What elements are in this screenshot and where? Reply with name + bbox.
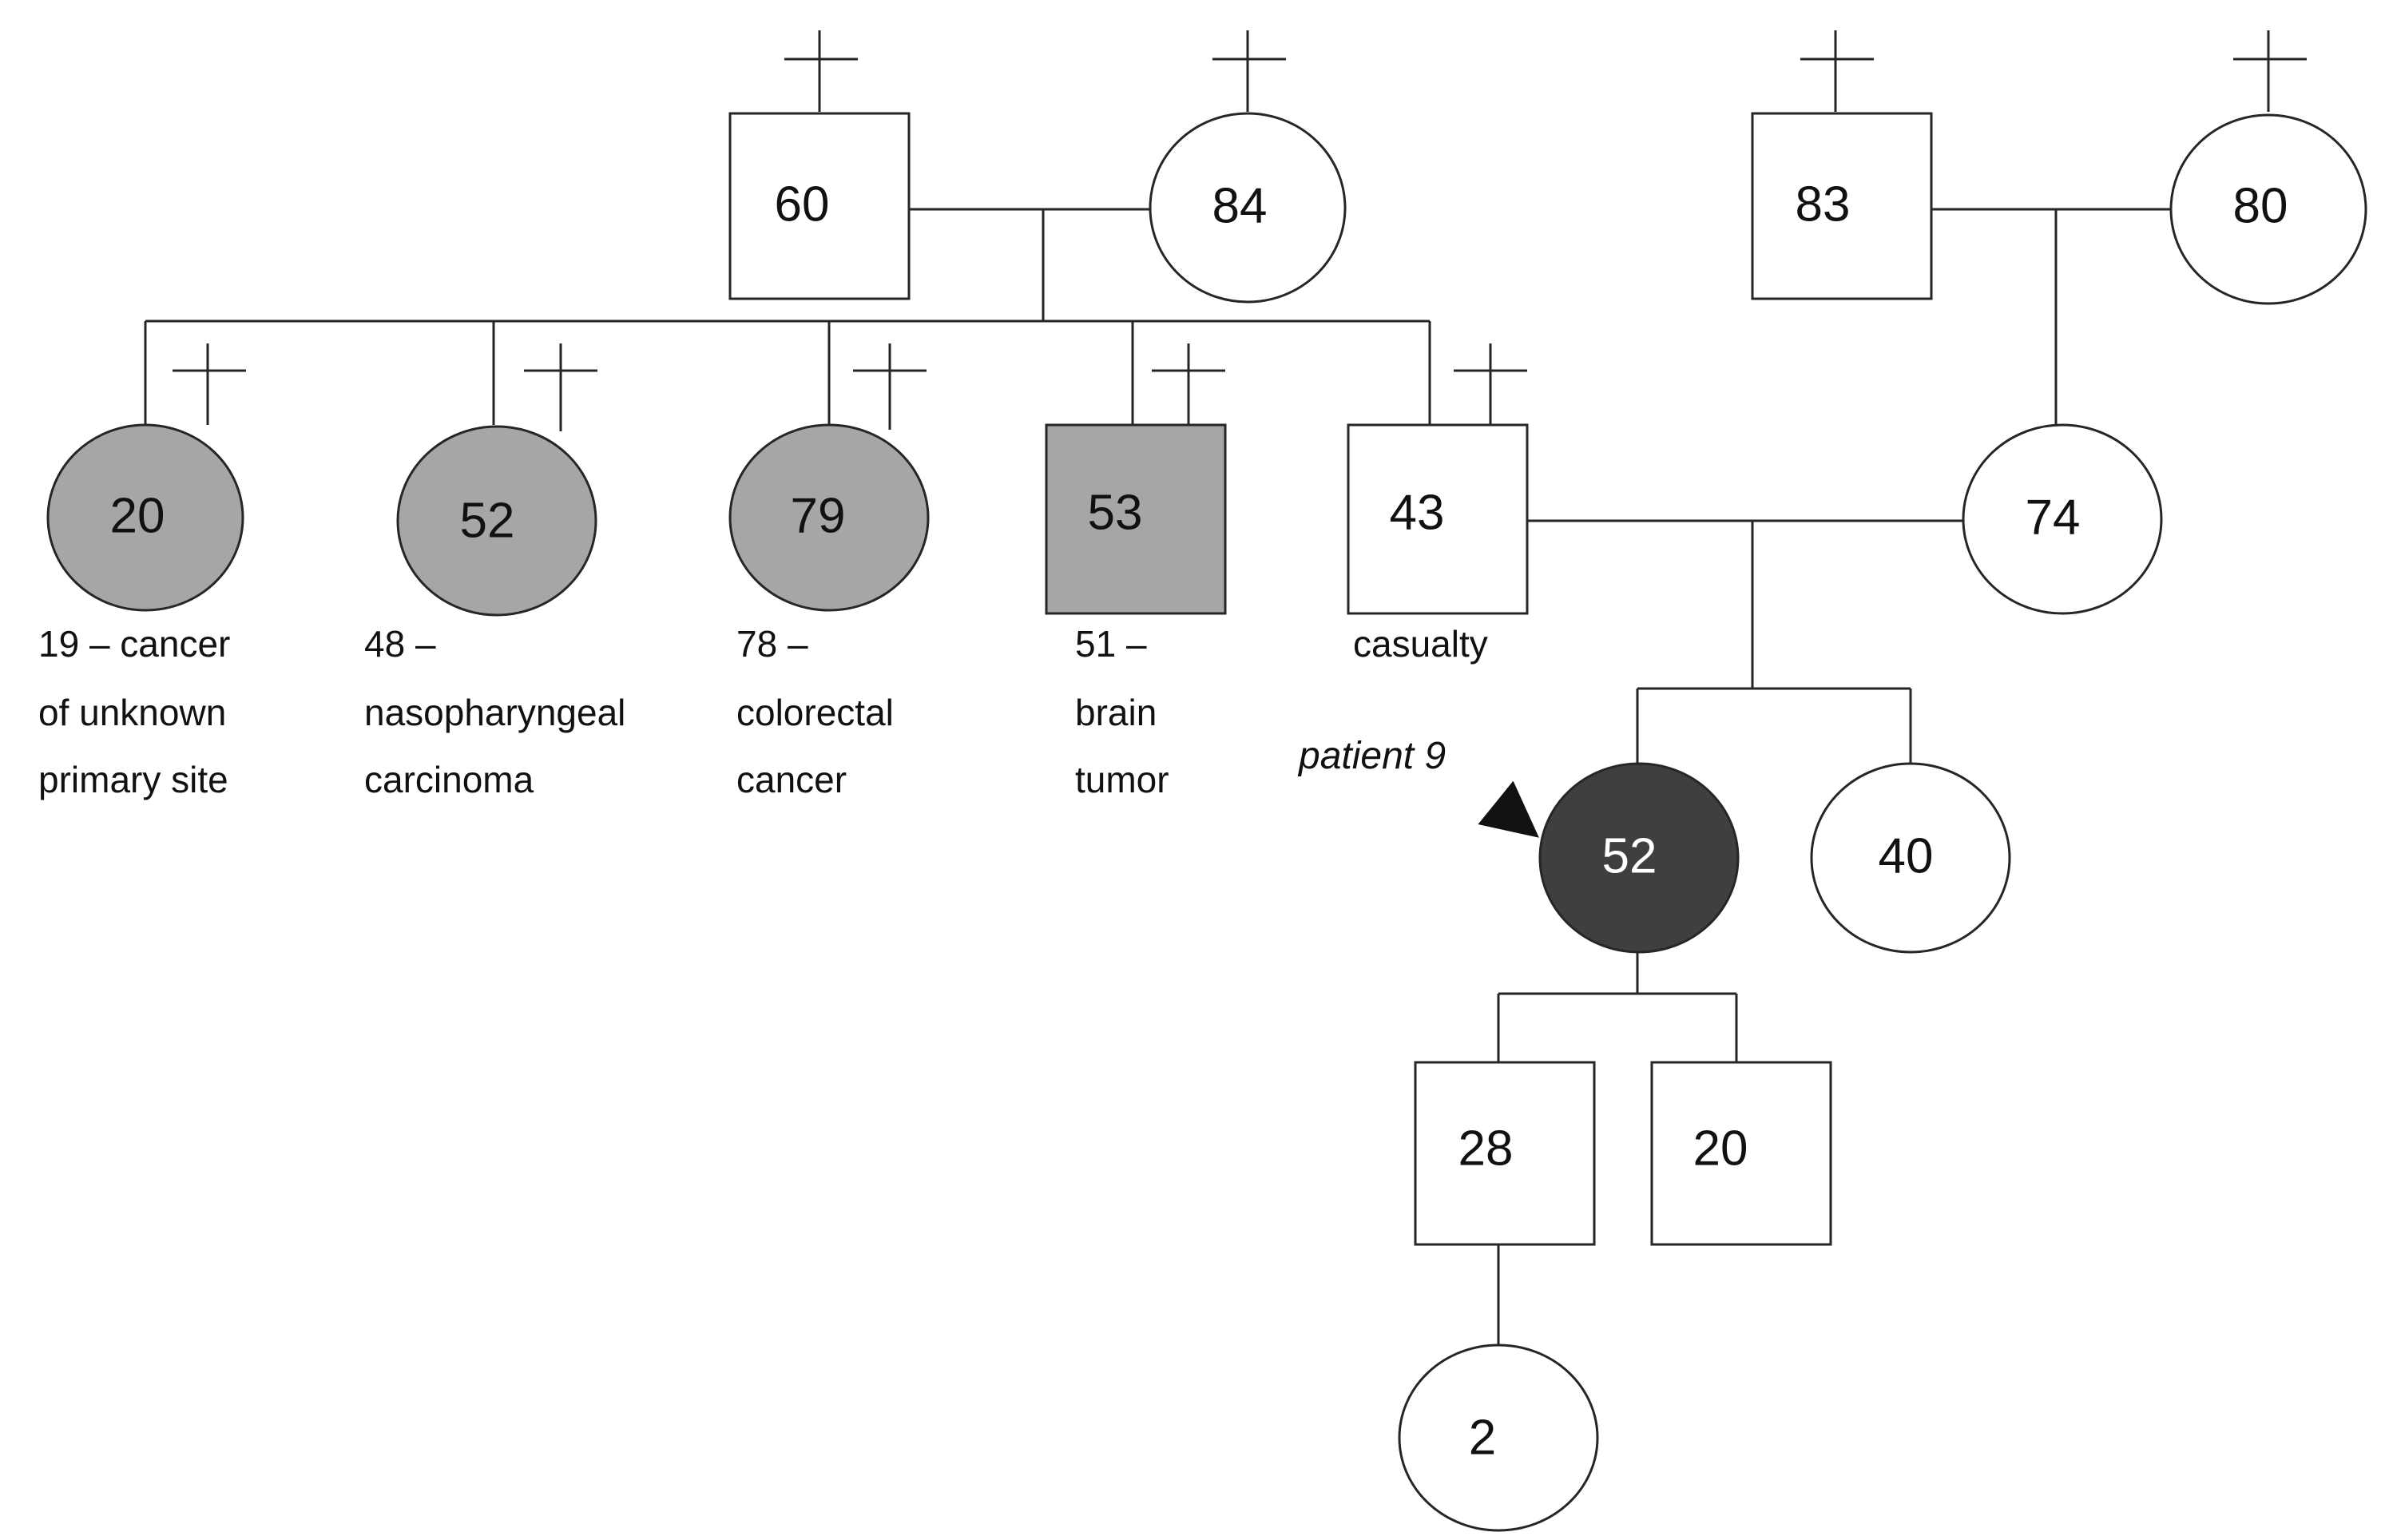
age-label: 40 <box>1879 828 1934 883</box>
individual-maternal-grandmother: 80 <box>2169 113 2367 305</box>
deceased-cross-grandfather <box>784 30 858 112</box>
female-symbol <box>1398 1344 1599 1532</box>
age-label: 80 <box>2233 178 2288 233</box>
diagnosis-note-line-2: brain <box>1075 692 1157 733</box>
individual-son-2: 20 <box>1650 1061 1832 1246</box>
deceased-cross-father <box>1454 343 1527 425</box>
age-label: 43 <box>1390 485 1445 540</box>
age-label: 84 <box>1212 178 1268 233</box>
diagnosis-note-line-3: tumor <box>1075 759 1169 800</box>
female-symbol <box>1962 423 2163 615</box>
diagnosis-note-line-1: 78 – <box>736 623 808 665</box>
age-label: 74 <box>2026 490 2081 545</box>
diagnosis-note-line-1: 19 – cancer <box>38 623 230 665</box>
diagnosis-note-line-3: cancer <box>736 759 847 800</box>
age-label: 52 <box>1602 828 1657 883</box>
individual-sister: 40 <box>1810 762 2011 954</box>
deceased-cross-maternal-grandmother <box>2233 30 2307 112</box>
individual-aunt-3: 79 78 – colorectal cancer <box>728 423 930 800</box>
male-symbol <box>1650 1061 1832 1246</box>
deceased-cross-aunt1 <box>173 343 246 425</box>
individual-maternal-grandfather: 83 <box>1751 112 1933 300</box>
diagnosis-note-line-3: carcinoma <box>364 759 534 800</box>
male-symbol <box>1347 423 1529 615</box>
individual-uncle: 53 51 – brain tumor <box>1045 423 1227 800</box>
age-label: 79 <box>791 488 846 543</box>
male-symbol <box>1751 112 1933 300</box>
male-symbol <box>728 112 911 300</box>
diagnosis-note-line-2: of unknown <box>38 692 226 733</box>
individual-aunt-1: 20 19 – cancer of unknown primary site <box>38 423 244 800</box>
male-symbol <box>1414 1061 1596 1246</box>
deceased-cross-aunt2 <box>524 343 597 431</box>
age-label: 28 <box>1458 1121 1514 1176</box>
proband-symbol <box>1538 762 1740 954</box>
age-label: 20 <box>1693 1121 1748 1176</box>
diagnosis-note-line-1: 51 – <box>1075 623 1147 665</box>
age-label: 53 <box>1088 485 1143 540</box>
deceased-markers <box>173 30 2307 431</box>
deceased-cross-grandmother <box>1212 30 1286 112</box>
individual-paternal-grandmother: 84 <box>1149 112 1347 304</box>
diagnosis-note-line-2: nasopharyngeal <box>364 692 625 733</box>
diagnosis-note-line-2: colorectal <box>736 692 894 733</box>
female-symbol <box>1149 112 1347 304</box>
individual-paternal-grandfather: 60 <box>728 112 911 300</box>
individual-granddaughter: 2 <box>1398 1344 1599 1532</box>
deceased-cross-maternal-grandfather <box>1800 30 1874 112</box>
deceased-cross-aunt3 <box>853 343 927 430</box>
age-label: 2 <box>1469 1410 1496 1465</box>
diagnosis-note-line-1: 48 – <box>364 623 436 665</box>
diagnosis-note-line-3: primary site <box>38 759 228 800</box>
cause-of-death-note: casualty <box>1353 623 1488 665</box>
proband-pointer-label: patient 9 <box>1297 735 1446 777</box>
age-label: 52 <box>460 493 515 548</box>
age-label: 83 <box>1796 177 1851 232</box>
proband-arrow <box>1478 780 1539 838</box>
female-symbol <box>1810 762 2011 954</box>
individual-son-1: 28 <box>1414 1061 1596 1246</box>
connection-lines <box>144 208 2173 1347</box>
female-affected-symbol <box>728 423 930 612</box>
female-affected-symbol <box>396 425 597 617</box>
individual-mother: 74 <box>1962 423 2163 615</box>
female-symbol <box>2169 113 2367 305</box>
female-affected-symbol <box>46 423 244 612</box>
individual-father: 43 casualty <box>1347 423 1529 665</box>
age-label: 60 <box>775 177 830 232</box>
male-affected-symbol <box>1045 423 1227 615</box>
individual-proband: 52 patient 9 <box>1297 735 1740 954</box>
individual-aunt-2: 52 48 – nasopharyngeal carcinoma <box>364 425 625 800</box>
age-label: 20 <box>110 488 165 543</box>
deceased-cross-uncle <box>1152 343 1225 425</box>
